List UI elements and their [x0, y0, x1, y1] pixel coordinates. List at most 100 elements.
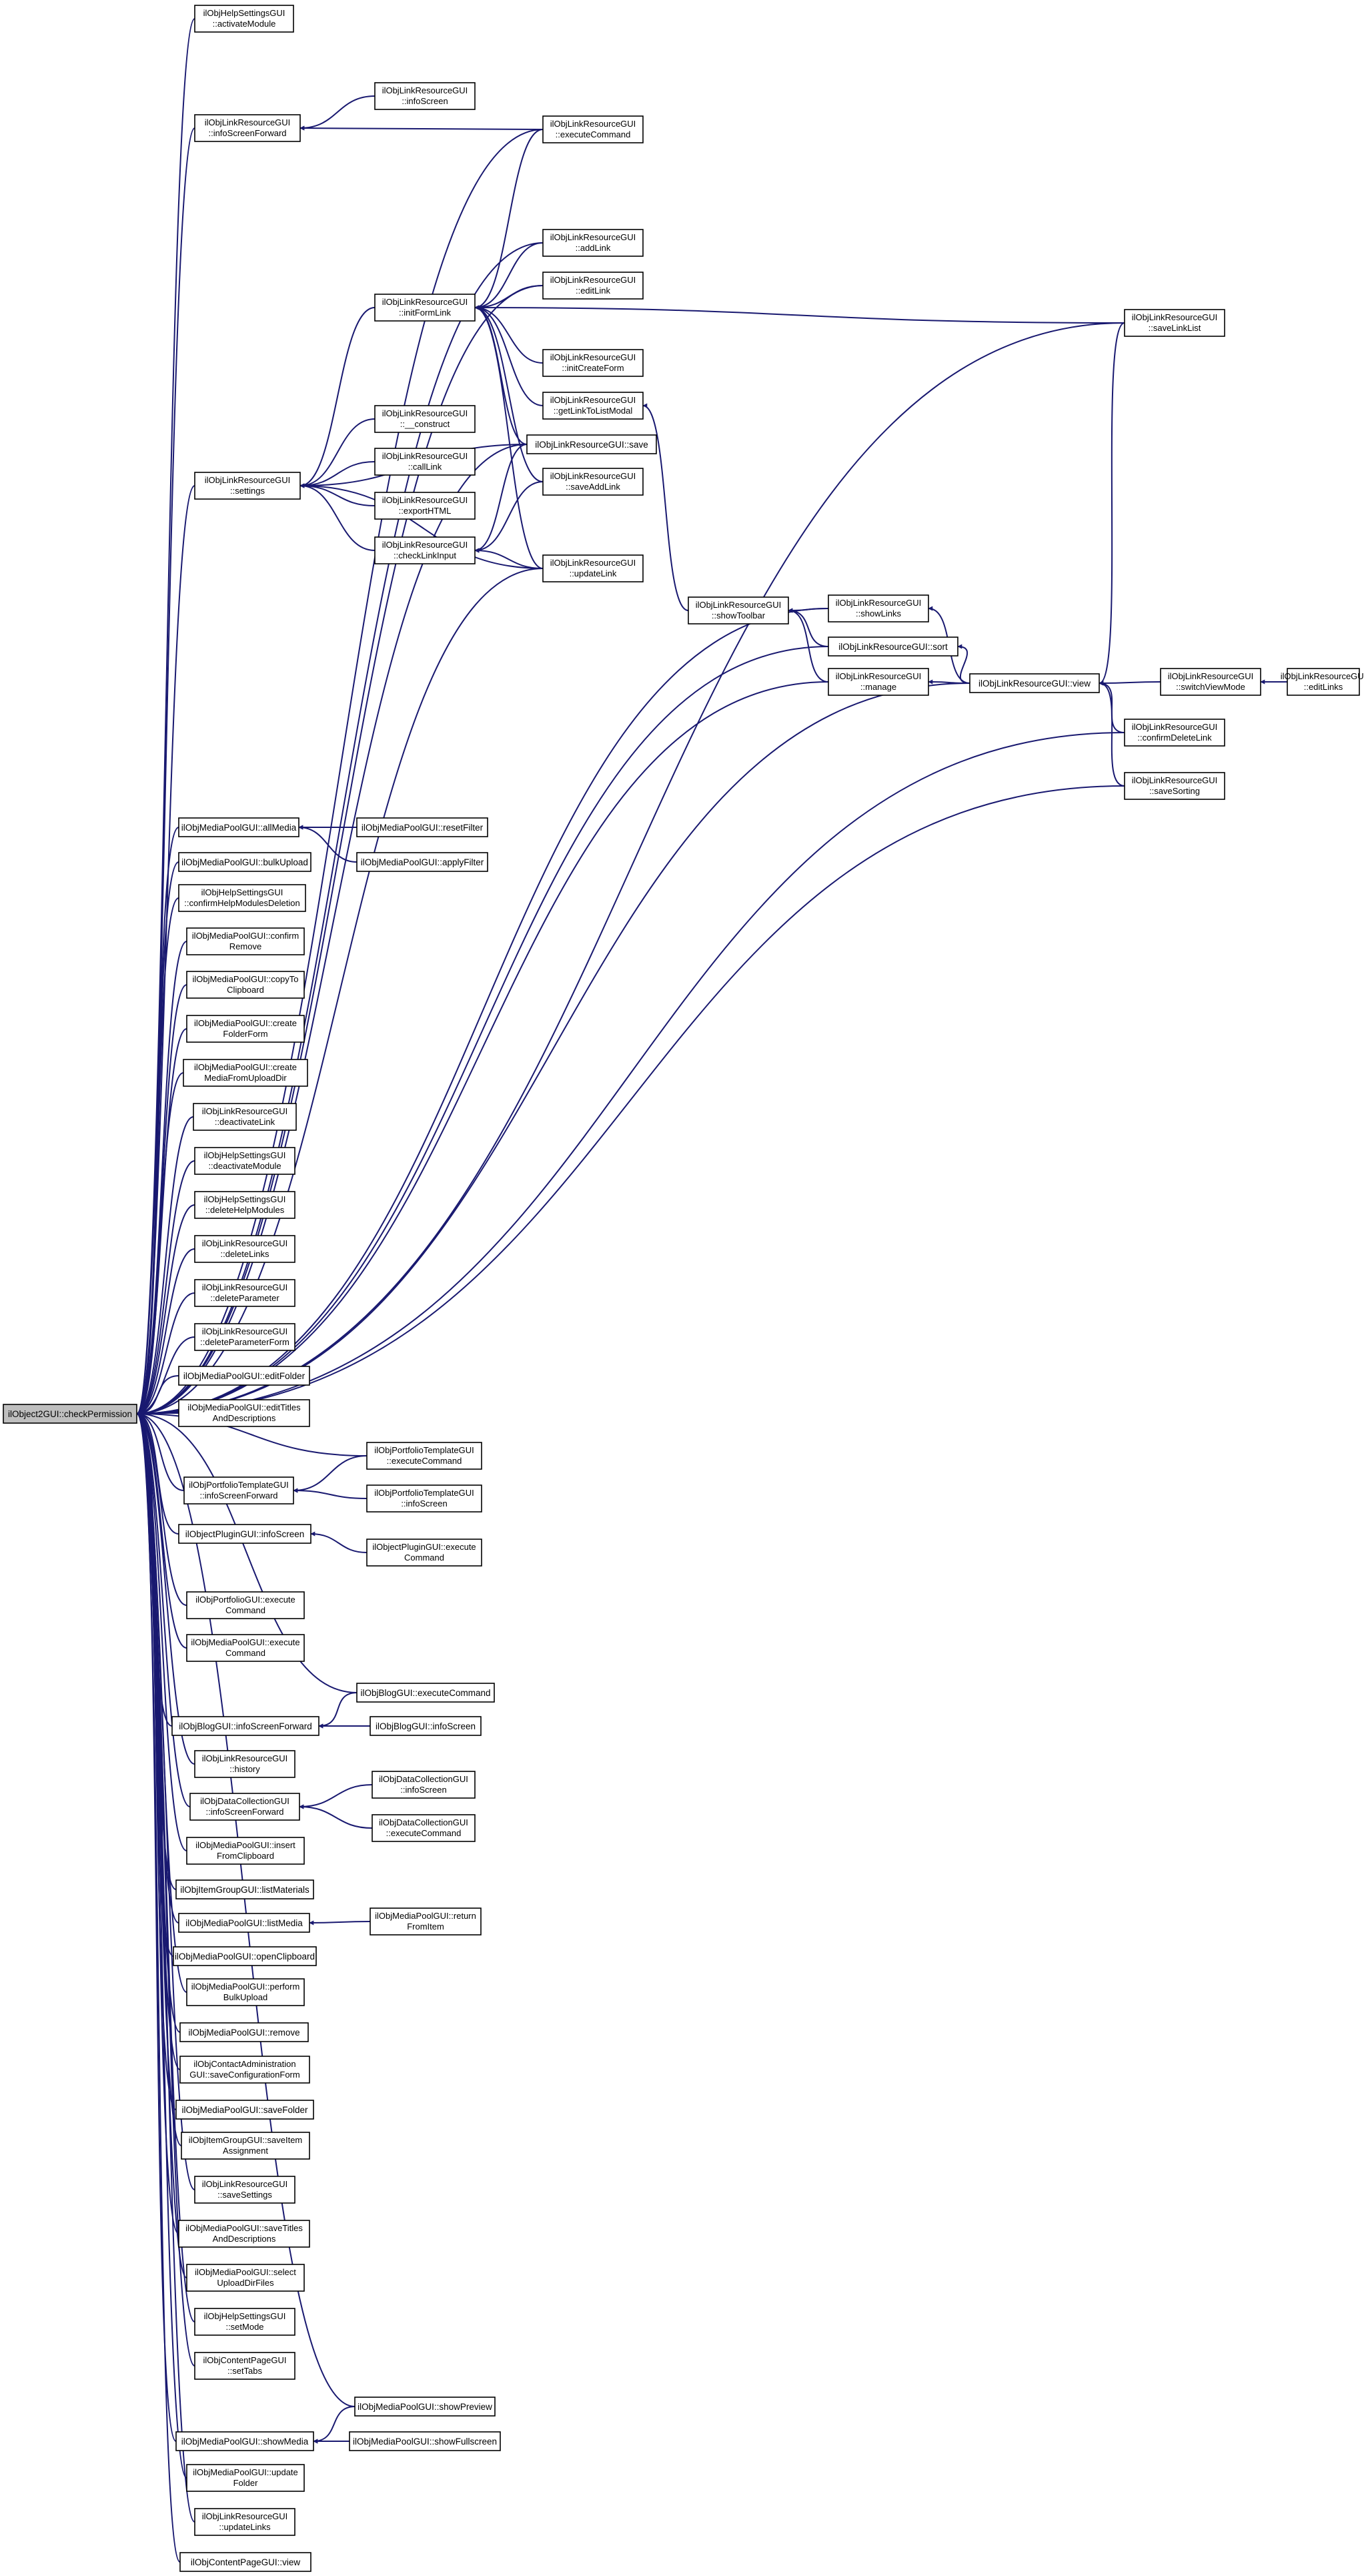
- node-op_info[interactable]: ilObjectPluginGUI::infoScreen: [178, 1524, 311, 1544]
- node-mp_bulk[interactable]: ilObjMediaPoolGUI::bulkUpload: [178, 852, 311, 872]
- node-hs_activate[interactable]: ilObjHelpSettingsGUI::activateModule: [194, 5, 294, 33]
- node-mp_remove[interactable]: ilObjMediaPoolGUI::remove: [179, 2022, 309, 2042]
- node-lr_switch[interactable]: ilObjLinkResourceGUI::switchViewMode: [1160, 668, 1261, 696]
- node-label: ilObjItemGroupGUI::listMaterials: [180, 1885, 309, 1895]
- node-bl_isf[interactable]: ilObjBlogGUI::infoScreenForward: [171, 1716, 319, 1736]
- node-label: ilObjMediaPoolGUI::editTitles: [187, 1402, 301, 1412]
- node-lr_initcreate[interactable]: ilObjLinkResourceGUI::initCreateForm: [542, 349, 644, 377]
- node-pt_isf[interactable]: ilObjPortfolioTemplateGUI::infoScreenFor…: [183, 1476, 294, 1505]
- node-ig_list[interactable]: ilObjItemGroupGUI::listMaterials: [175, 1879, 314, 1899]
- node-dc_info[interactable]: ilObjDataCollectionGUI::infoScreen: [372, 1771, 476, 1799]
- node-cp_view[interactable]: ilObjContentPageGUI::view: [179, 2552, 311, 2572]
- node-lr_update[interactable]: ilObjLinkResourceGUI::updateLink: [542, 554, 644, 582]
- node-lr_isf[interactable]: ilObjLinkResourceGUI::infoScreenForward: [194, 114, 301, 142]
- node-lr_manage[interactable]: ilObjLinkResourceGUI::manage: [828, 668, 929, 696]
- node-lr_calllink[interactable]: ilObjLinkResourceGUI::callLink: [374, 448, 476, 476]
- node-lr_view[interactable]: ilObjLinkResourceGUI::view: [969, 673, 1100, 693]
- node-label: ilObjLinkResourceGUI: [382, 495, 468, 505]
- node-mp_savetitles[interactable]: ilObjMediaPoolGUI::saveTitlesAndDescript…: [178, 2220, 310, 2248]
- node-mp_apply[interactable]: ilObjMediaPoolGUI::applyFilter: [356, 852, 488, 872]
- node-mp_edittitles[interactable]: ilObjMediaPoolGUI::editTitlesAndDescript…: [178, 1399, 310, 1427]
- node-pt_info[interactable]: ilObjPortfolioTemplateGUI::infoScreen: [366, 1484, 482, 1513]
- node-lr_savelist[interactable]: ilObjLinkResourceGUI::saveLinkList: [1124, 309, 1225, 337]
- node-mp_exec[interactable]: ilObjMediaPoolGUI::executeCommand: [186, 1634, 305, 1662]
- node-box: [374, 492, 476, 520]
- node-hs_setmode[interactable]: ilObjHelpSettingsGUI::setMode: [194, 2308, 295, 2336]
- node-lr_deactivate[interactable]: ilObjLinkResourceGUI::deactivateLink: [193, 1103, 297, 1131]
- node-mp_editfolder[interactable]: ilObjMediaPoolGUI::editFolder: [178, 1366, 310, 1386]
- node-bl_info[interactable]: ilObjBlogGUI::infoScreen: [370, 1716, 482, 1736]
- node-pt_exec[interactable]: ilObjPortfolioTemplateGUI::executeComman…: [366, 1442, 482, 1470]
- node-mp_listmedia[interactable]: ilObjMediaPoolGUI::listMedia: [178, 1913, 310, 1933]
- node-lr_deleteparam[interactable]: ilObjLinkResourceGUI::deleteParameter: [194, 1279, 295, 1307]
- node-mp_createmedia[interactable]: ilObjMediaPoolGUI::createMediaFromUpload…: [183, 1059, 308, 1087]
- node-label: ilObjMediaPoolGUI::editFolder: [183, 1371, 305, 1381]
- node-box: [178, 817, 299, 837]
- node-lr_toolbar[interactable]: ilObjLinkResourceGUI::showToolbar: [688, 596, 789, 624]
- node-lr_savesettings[interactable]: ilObjLinkResourceGUI::saveSettings: [194, 2176, 295, 2204]
- node-lr_updatelinks[interactable]: ilObjLinkResourceGUI::updateLinks: [194, 2508, 295, 2536]
- node-lr_sort[interactable]: ilObjLinkResourceGUI::sort: [828, 636, 958, 657]
- node-dc_exec[interactable]: ilObjDataCollectionGUI::executeCommand: [372, 1814, 476, 1842]
- edge-lr_savelist-to-lr_initform: [474, 305, 1125, 324]
- edge-lr_exec-to-n_root: [136, 129, 544, 1416]
- node-lr_deleteparamform[interactable]: ilObjLinkResourceGUI::deleteParameterFor…: [194, 1323, 295, 1351]
- node-lr_confirmdel[interactable]: ilObjLinkResourceGUI::confirmDeleteLink: [1124, 719, 1225, 747]
- edge-lr_initform-to-lr_settings: [299, 307, 376, 488]
- node-lr_history[interactable]: ilObjLinkResourceGUI::history: [194, 1750, 295, 1778]
- node-op_exec[interactable]: ilObjectPluginGUI::executeCommand: [366, 1539, 482, 1567]
- node-lr_addlink[interactable]: ilObjLinkResourceGUI::addLink: [542, 229, 644, 257]
- node-lr_savesort[interactable]: ilObjLinkResourceGUI::saveSorting: [1124, 772, 1225, 800]
- node-dc_isf[interactable]: ilObjDataCollectionGUI::infoScreenForwar…: [189, 1793, 300, 1821]
- node-pf_exec[interactable]: ilObjPortfolioGUI::executeCommand: [186, 1591, 305, 1619]
- node-box: [366, 1442, 482, 1470]
- node-box: [178, 1366, 310, 1386]
- node-mp_openclip[interactable]: ilObjMediaPoolGUI::openClipboard: [173, 1946, 317, 1966]
- node-lr_construct[interactable]: ilObjLinkResourceGUI::__construct: [374, 405, 476, 433]
- node-box: [542, 272, 644, 300]
- node-hs_deactivate[interactable]: ilObjHelpSettingsGUI::deactivateModule: [194, 1147, 295, 1175]
- node-lr_getlink[interactable]: ilObjLinkResourceGUI::getLinkToListModal: [542, 392, 644, 420]
- node-hs_delete[interactable]: ilObjHelpSettingsGUI::deleteHelpModules: [194, 1191, 295, 1219]
- node-lr_info[interactable]: ilObjLinkResourceGUI::infoScreen: [374, 82, 476, 110]
- node-bl_exec[interactable]: ilObjBlogGUI::executeCommand: [356, 1683, 495, 1703]
- node-mp_savefolder[interactable]: ilObjMediaPoolGUI::saveFolder: [175, 2100, 314, 2120]
- node-mp_reset[interactable]: ilObjMediaPoolGUI::resetFilter: [356, 817, 488, 837]
- node-lr_initform[interactable]: ilObjLinkResourceGUI::initFormLink: [374, 294, 476, 322]
- node-lr_checklink[interactable]: ilObjLinkResourceGUI::checkLinkInput: [374, 536, 476, 564]
- node-label: ::exportHTML: [399, 506, 452, 516]
- node-ca_save[interactable]: ilObjContactAdministrationGUI::saveConfi…: [179, 2056, 310, 2084]
- node-label: ilObjMediaPoolGUI::select: [195, 2267, 296, 2277]
- node-label: Command: [404, 1553, 444, 1563]
- node-lr_showlinks[interactable]: ilObjLinkResourceGUI::showLinks: [828, 594, 929, 622]
- node-n_root[interactable]: ilObject2GUI::checkPermission: [3, 1404, 137, 1424]
- node-mp_fullscreen[interactable]: ilObjMediaPoolGUI::showFullscreen: [349, 2431, 501, 2451]
- node-box: [194, 1279, 295, 1307]
- node-hs_confirm[interactable]: ilObjHelpSettingsGUI::confirmHelpModules…: [178, 884, 306, 912]
- node-cp_settabs[interactable]: ilObjContentPageGUI::setTabs: [194, 2352, 295, 2380]
- edge-mp_createmedia-to-n_root: [136, 1072, 184, 1416]
- node-lr_exec[interactable]: ilObjLinkResourceGUI::executeCommand: [542, 115, 644, 143]
- node-mp_all[interactable]: ilObjMediaPoolGUI::allMedia: [178, 817, 299, 837]
- node-mp_showmedia[interactable]: ilObjMediaPoolGUI::showMedia: [175, 2431, 314, 2451]
- node-lr_editlinks[interactable]: ilObjLinkResourceGUI::editLinks: [1281, 668, 1364, 696]
- node-lr_export[interactable]: ilObjLinkResourceGUI::exportHTML: [374, 492, 476, 520]
- edge-lr_save-to-lr_checklink: [474, 444, 528, 553]
- node-lr_deletelinks[interactable]: ilObjLinkResourceGUI::deleteLinks: [194, 1235, 295, 1263]
- node-mp_preview[interactable]: ilObjMediaPoolGUI::showPreview: [354, 2397, 496, 2417]
- node-lr_save[interactable]: ilObjLinkResourceGUI::save: [526, 434, 657, 454]
- node-lr_saveadd[interactable]: ilObjLinkResourceGUI::saveAddLink: [542, 468, 644, 496]
- edge-hs_delete-to-n_root: [136, 1204, 195, 1416]
- node-lr_settings[interactable]: ilObjLinkResourceGUI::settings: [194, 472, 301, 500]
- node-lr_editlink[interactable]: ilObjLinkResourceGUI::editLink: [542, 272, 644, 300]
- node-label: BulkUpload: [223, 1992, 268, 2002]
